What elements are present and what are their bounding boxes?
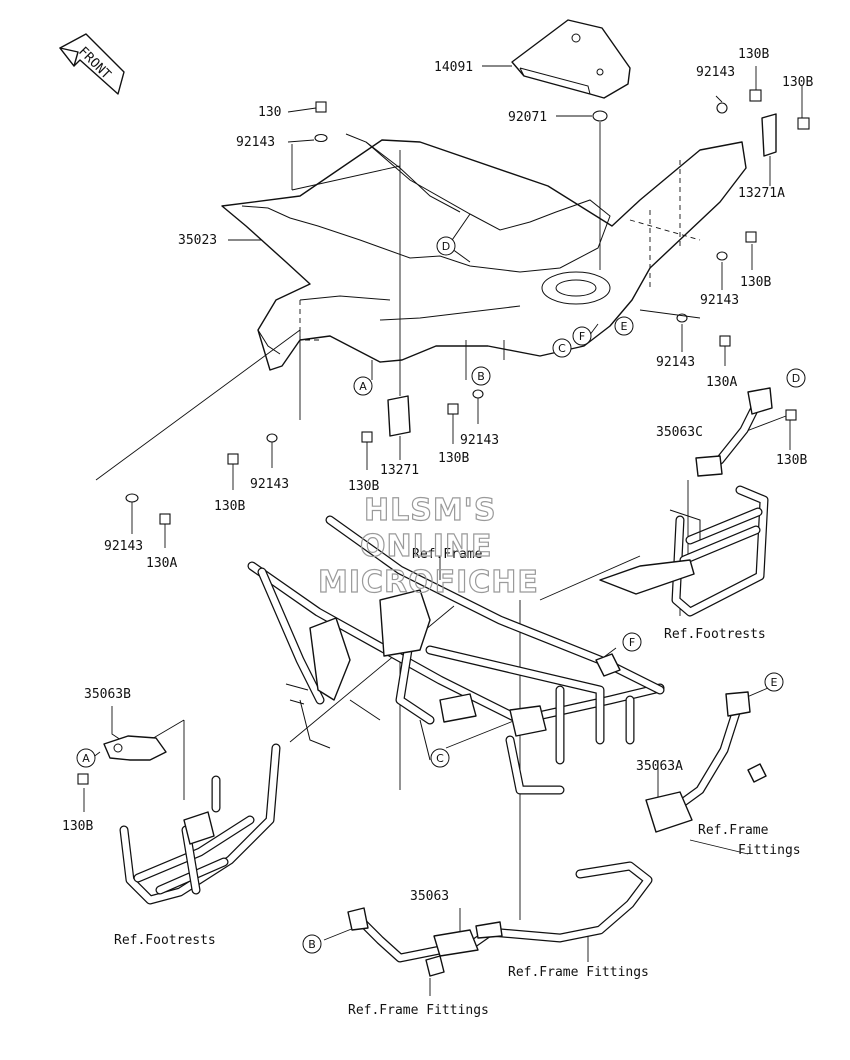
callout-F-frame: F [622, 632, 642, 652]
ref-footrests-left-label: Ref.Footrests [114, 933, 216, 948]
label-92143-g: 92143 [104, 539, 143, 554]
svg-text:F: F [579, 330, 585, 343]
footrest-guard-left [119, 743, 281, 905]
callout-C-top: C [552, 338, 572, 358]
screw-130A-left [159, 513, 171, 525]
grommet-92071 [592, 110, 608, 122]
label-13271: 13271 [380, 463, 419, 478]
washer-92143-farleft [125, 493, 139, 503]
label-130B-b: 130B [782, 75, 813, 90]
label-92143-b: 92143 [236, 135, 275, 150]
bracket-35063B [103, 735, 167, 761]
ref-footrests-right-label: Ref.Footrests [664, 627, 766, 642]
screw-130B-left [227, 453, 239, 465]
label-35063A: 35063A [636, 759, 683, 774]
label-130B-left: 130B [214, 499, 245, 514]
watermark-line2: ONLINE [360, 529, 493, 564]
screw-130B-bracketC [785, 409, 797, 421]
watermark-line3: MICROFICHE [318, 565, 539, 600]
label-130B-f: 130B [348, 479, 379, 494]
label-92143-f: 92143 [250, 477, 289, 492]
footrest-guard-right [599, 485, 769, 617]
screw-130B-lowleft [77, 773, 89, 785]
ref-frame-fittings-right-line2: Fittings [738, 843, 801, 858]
washer-92143-b [472, 389, 484, 399]
label-14091: 14091 [434, 60, 473, 75]
label-92071: 92071 [508, 110, 547, 125]
label-130: 130 [258, 105, 281, 120]
bracket-13271 [387, 395, 411, 437]
front-arrow-icon: FRONT [59, 33, 125, 95]
label-130B-c: 130B [740, 275, 771, 290]
washer-92143-top [314, 133, 328, 143]
screw-130B-c [361, 431, 373, 443]
cover-14091 [511, 19, 631, 99]
fender-35023 [221, 133, 747, 371]
ref-frame-fittings-center-label: Ref.Frame Fittings [508, 965, 649, 980]
label-130A-b: 130A [146, 556, 177, 571]
callout-A-left: A [76, 748, 96, 768]
main-frame [247, 515, 665, 795]
screw-130A-right [719, 335, 731, 347]
label-92143-c: 92143 [700, 293, 739, 308]
svg-text:D: D [792, 372, 800, 385]
label-92143-e: 92143 [460, 433, 499, 448]
bracket-35063C [695, 387, 773, 477]
ref-frame-fittings-right-line1: Ref.Frame [698, 823, 769, 838]
label-35063B: 35063B [84, 687, 131, 702]
washer-92143-mid [716, 251, 728, 261]
screw-130B-b [447, 403, 459, 415]
washer-92143-left [266, 433, 278, 443]
callout-C-frame: C [430, 748, 450, 768]
label-35023: 35023 [178, 233, 217, 248]
washer-92143-topright [716, 102, 728, 114]
svg-text:C: C [558, 342, 566, 355]
svg-text:B: B [308, 938, 316, 951]
callout-D-right: D [786, 368, 806, 388]
bracket-13271A [761, 113, 777, 157]
callout-B-top: B [471, 366, 491, 386]
label-35063C: 35063C [656, 425, 703, 440]
label-130B-a: 130B [738, 47, 769, 62]
callout-E-top: E [614, 316, 634, 336]
ref-frame-label: Ref.Frame [412, 547, 483, 562]
label-92143-d: 92143 [656, 355, 695, 370]
screw-130B-topright [749, 89, 762, 102]
watermark-line1: HLSM'S [364, 493, 496, 528]
screw-130 [315, 101, 327, 113]
callout-F-top: F [572, 326, 592, 346]
svg-text:E: E [771, 676, 778, 689]
screw-130B-right [797, 117, 810, 130]
ref-frame-fittings-bottom-label: Ref.Frame Fittings [348, 1003, 489, 1018]
svg-text:D: D [442, 240, 450, 253]
label-92143-a: 92143 [696, 65, 735, 80]
callout-B-bottom: B [302, 934, 322, 954]
bracket-35063 [347, 861, 653, 977]
svg-text:A: A [82, 752, 90, 765]
svg-text:E: E [621, 320, 628, 333]
svg-text:F: F [629, 636, 635, 649]
label-130A-a: 130A [706, 375, 737, 390]
bracket-35063A [645, 691, 767, 833]
label-130B-lowleft: 130B [62, 819, 93, 834]
svg-text:A: A [359, 380, 367, 393]
label-13271A: 13271A [738, 186, 785, 201]
callout-D-top: D [436, 236, 456, 256]
label-130B-e: 130B [438, 451, 469, 466]
label-130B-d: 130B [776, 453, 807, 468]
callout-A-top: A [353, 376, 373, 396]
svg-text:C: C [436, 752, 444, 765]
label-35063: 35063 [410, 889, 449, 904]
svg-text:B: B [477, 370, 485, 383]
leader-lines [83, 65, 803, 996]
callout-E-right: E [764, 672, 784, 692]
screw-130B-mid [745, 231, 757, 243]
